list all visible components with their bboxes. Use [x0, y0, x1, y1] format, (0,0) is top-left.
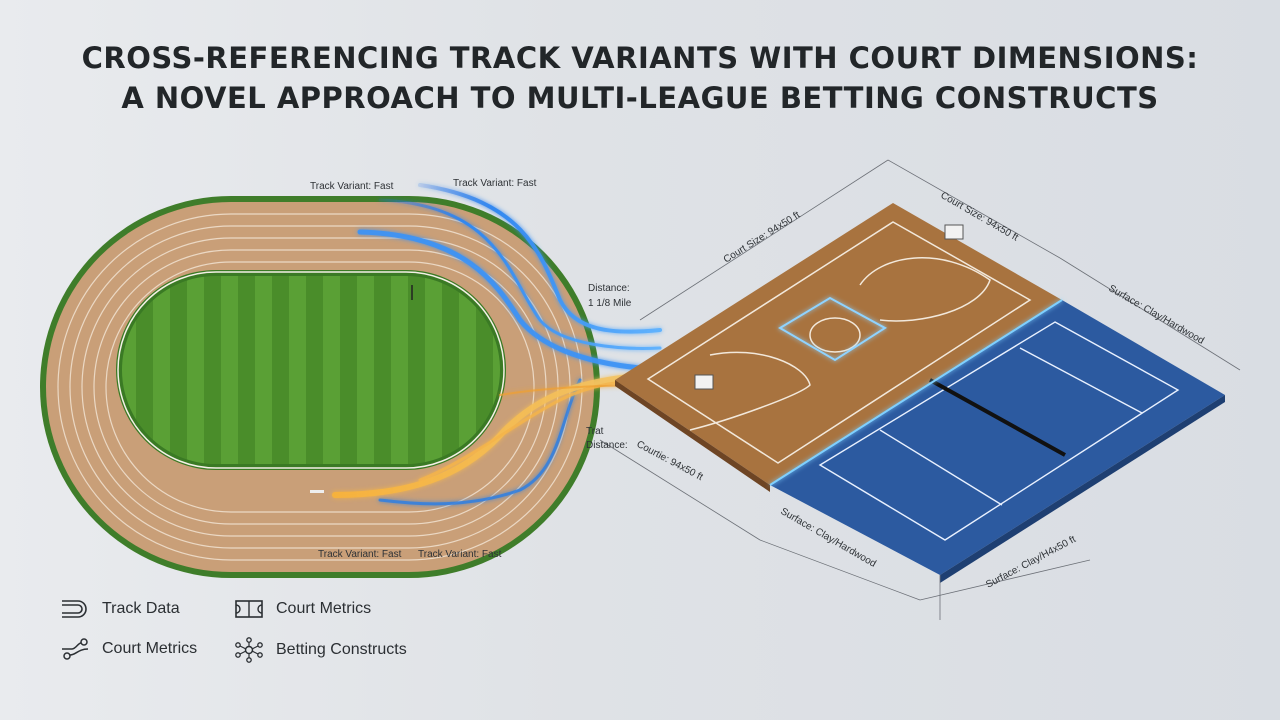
oval-track: [40, 196, 600, 578]
dimension-lines: [599, 159, 1241, 620]
label-track-variant-bottom-1: Track Variant: Fast: [318, 549, 402, 560]
legend-label-court-metrics-a: Court Metrics: [276, 600, 372, 617]
graph-node-icon: [60, 637, 90, 661]
label-distance-title: Distance:: [588, 283, 630, 294]
page-title: CROSS-REFERENCING TRACK VARIANTS WITH CO…: [0, 38, 1280, 118]
legend-label-betting-constructs: Betting Constructs: [276, 641, 407, 658]
label-courtie: Courtie: 94x50 ft: [635, 439, 705, 483]
label-track-variant-top-1: Track Variant: Fast: [310, 181, 394, 192]
label-track-variant-bottom-2: Track Variant: Fast: [418, 549, 502, 560]
legend-label-court-metrics-b: Court Metrics: [102, 640, 198, 657]
label-track-variant-top-2: Track Variant: Fast: [453, 178, 537, 189]
legend-item-court-metrics-a: Court Metrics: [234, 598, 371, 620]
legend: Track Data Court Metrics Court Metrics B…: [60, 594, 480, 674]
blue-flow-lines: [357, 183, 662, 506]
label-trat: Trat: [586, 426, 604, 437]
title-line-1: CROSS-REFERENCING TRACK VARIANTS WITH CO…: [81, 41, 1199, 75]
legend-item-court-metrics-b: Court Metrics: [60, 637, 197, 661]
court-icon: [234, 598, 264, 620]
legend-item-track-data: Track Data: [60, 598, 180, 620]
legend-item-betting-constructs: Betting Constructs: [234, 637, 407, 663]
label-distance-value: 1 1/8 Mile: [588, 298, 632, 309]
title-line-2: A NOVEL APPROACH TO MULTI-LEAGUE BETTING…: [121, 81, 1159, 115]
network-icon: [234, 637, 264, 663]
basketball-court: [615, 203, 1062, 492]
legend-label-track-data: Track Data: [102, 600, 180, 617]
tennis-court: [769, 299, 1225, 583]
label-court-size-left: Court Size: 94x50 ft: [722, 210, 802, 266]
track-lanes-icon: [60, 598, 90, 620]
label-distance-2: Distance:: [586, 440, 628, 451]
